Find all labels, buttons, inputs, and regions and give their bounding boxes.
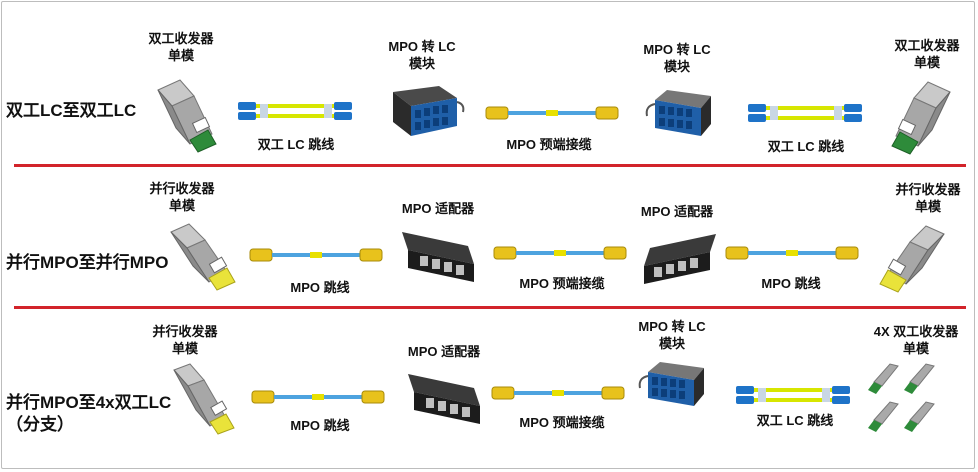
row2-patch-right-label: MPO 跳线: [761, 276, 821, 291]
row1-mpo-lc-module-right: [645, 90, 711, 136]
row2-adapter-left-label: MPO 适配器: [401, 201, 475, 216]
divider-1: [14, 164, 966, 167]
row2-transceiver-left-label: 并行收发器单模: [149, 181, 215, 213]
row2-mpo-adapter-right: [644, 234, 716, 284]
row2-patch-left-label: MPO 跳线: [290, 280, 350, 295]
row3-transceiver-3: [868, 401, 899, 432]
divider-2: [14, 306, 966, 309]
row1-mpo-trunk: [485, 106, 619, 120]
row1-title: 双工LC至双工LC: [6, 101, 137, 120]
row3-lc-patch: [736, 386, 850, 404]
row2-adapter-right-label: MPO 适配器: [640, 204, 714, 219]
row3-title: 并行MPO至4x双工LC （分支）: [6, 393, 172, 434]
row1-lc-patch-left: [238, 102, 352, 120]
row3-patch-right-label: 双工 LC 跳线: [756, 413, 834, 428]
row3-patch-left-label: MPO 跳线: [290, 418, 350, 433]
row3-mpo-patch-left: [251, 390, 385, 404]
row1-transceiver-left-label: 双工收发器单模: [148, 31, 214, 63]
row3-mpo-trunk: [491, 386, 625, 400]
row2-mpo-adapter-left: [402, 232, 474, 282]
row2-mpo-patch-left: [249, 248, 383, 262]
row3-mpo-lc-module: [638, 362, 704, 406]
row2-title: 并行MPO至并行MPO: [6, 253, 169, 272]
row1-patch-right-label: 双工 LC 跳线: [767, 139, 845, 154]
row1-transceiver-left: [157, 79, 217, 153]
row2-transceiver-left: [170, 223, 236, 291]
row1-trunk-label: MPO 预端接缆: [506, 137, 592, 152]
row2-trunk-label: MPO 预端接缆: [519, 276, 605, 291]
row3-transceiver-1: [868, 363, 899, 394]
row3-transceiver-left-label: 并行收发器单模: [152, 324, 218, 356]
row3-transceiver-2: [904, 363, 935, 394]
row2-mpo-patch-right: [725, 246, 859, 260]
row3-transceiver-4: [904, 401, 935, 432]
row1-transceiver-right: [891, 81, 951, 155]
row1-lc-patch-right: [748, 104, 862, 122]
row3-transceiver-right-label: 4X 双工收发器单模: [873, 324, 959, 356]
row3-trunk-label: MPO 预端接缆: [519, 415, 605, 430]
row3-mpo-adapter: [408, 374, 480, 424]
row3-adapter-label: MPO 适配器: [407, 344, 481, 359]
row2-transceiver-right-label: 并行收发器单模: [895, 182, 961, 214]
row1-patch-left-label: 双工 LC 跳线: [257, 137, 335, 152]
row1-mpo-lc-module-left: [393, 86, 465, 136]
row2-transceiver-right: [879, 225, 945, 293]
row3-transceiver-left: [173, 363, 235, 435]
row2-mpo-trunk: [493, 246, 627, 260]
row1-transceiver-right-label: 双工收发器单模: [894, 38, 960, 70]
